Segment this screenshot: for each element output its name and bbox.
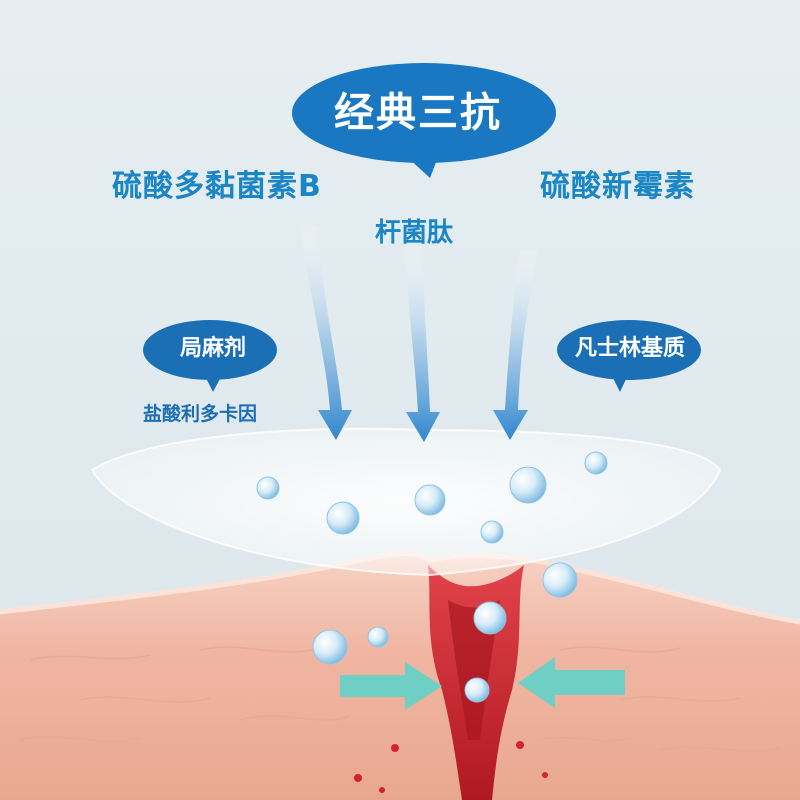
bubbles xyxy=(256,451,608,703)
right-badge: 凡士林基质 xyxy=(575,336,686,361)
wound-inner xyxy=(448,600,500,740)
arrow-center xyxy=(405,245,440,442)
left-badge-shape xyxy=(143,320,277,392)
arrow-close-right xyxy=(518,657,625,708)
left-badge-sub: 盐酸利多卡因 xyxy=(143,403,258,425)
right-badge-shape xyxy=(557,320,701,392)
closing-arrows xyxy=(340,657,625,710)
ingredient-left: 硫酸多黏菌素B xyxy=(112,169,322,204)
ointment-gel-layer xyxy=(90,427,722,577)
ingredient-center: 杆菌肽 xyxy=(375,218,454,248)
arrow-close-left xyxy=(340,662,442,710)
arrow-right xyxy=(493,250,538,440)
title-bubble: 经典三抗 xyxy=(334,90,502,136)
skin-texture xyxy=(19,646,781,752)
arrow-left xyxy=(300,225,352,440)
blood-drops xyxy=(354,741,548,793)
penetration-arrows xyxy=(300,225,538,442)
title-bubble-shape xyxy=(292,63,556,178)
ingredient-right: 硫酸新霉素 xyxy=(540,169,695,204)
left-badge: 局麻剂 xyxy=(180,336,247,361)
